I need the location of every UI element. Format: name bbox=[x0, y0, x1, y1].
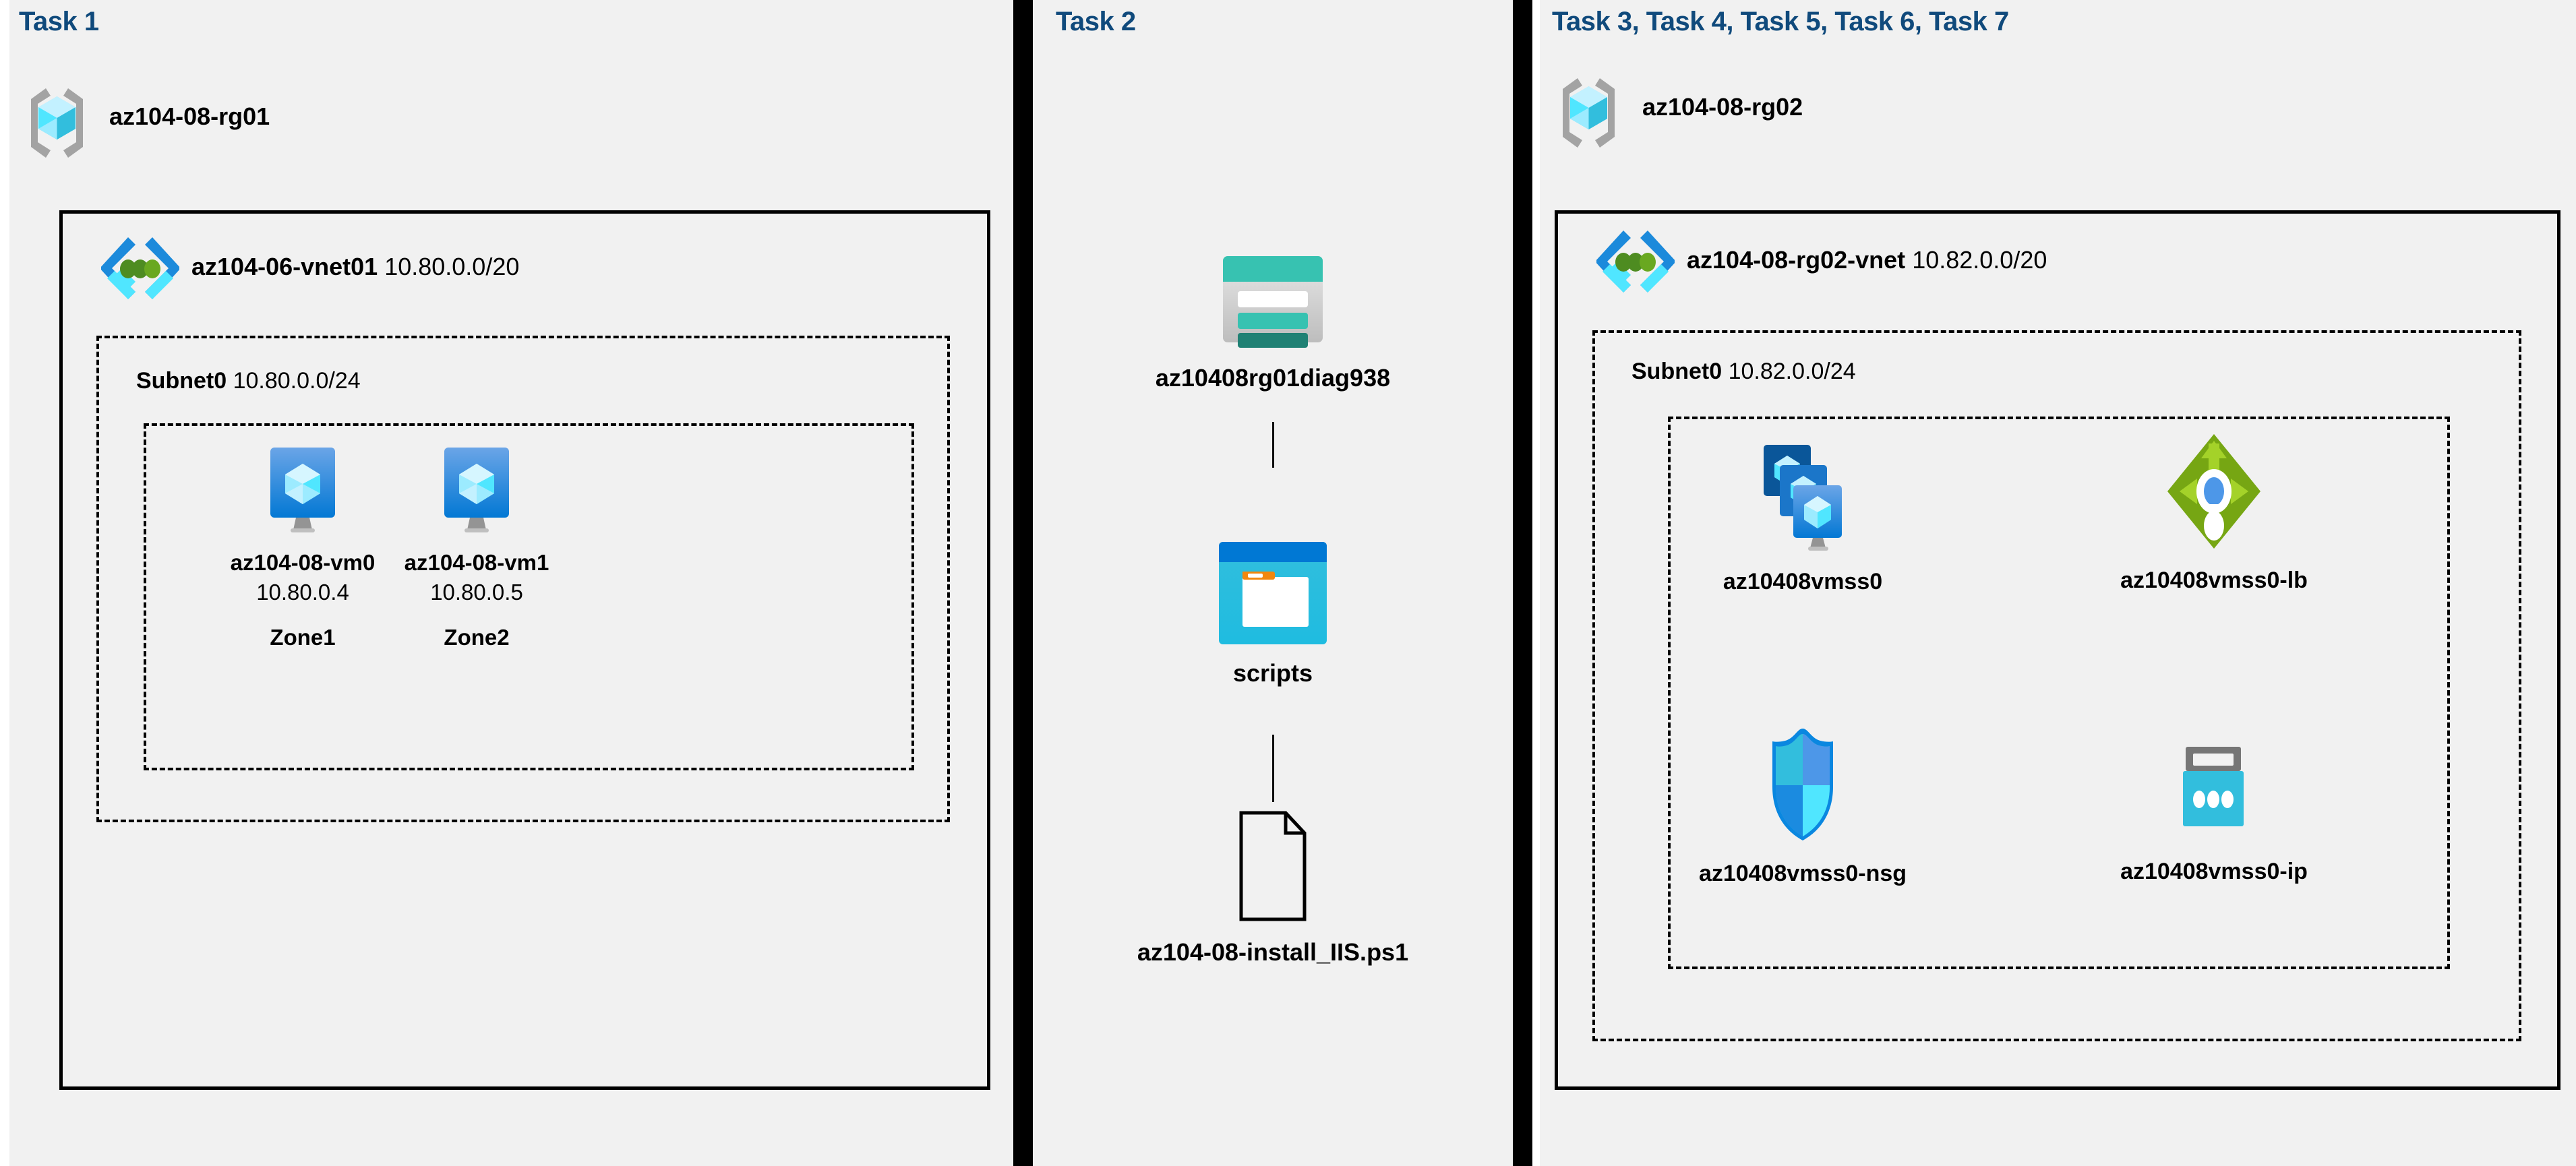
ps1-file-node: az104-08-install_IIS.ps1 bbox=[1033, 809, 1513, 967]
blob-container-name: scripts bbox=[1232, 659, 1313, 687]
vm-node-0: az104-08-vm0 10.80.0.4 Zone1 bbox=[84, 445, 522, 650]
task-3-7-heading: Task 3, Task 4, Task 5, Task 6, Task 7 bbox=[1552, 7, 2009, 36]
panel-task-3-7: Task 3, Task 4, Task 5, Task 6, Task 7 a… bbox=[1540, 0, 2576, 1166]
nsg-name: az10408vmss0-nsg bbox=[1698, 861, 1907, 886]
zone-box-task1 bbox=[144, 423, 914, 770]
subnet-name: Subnet0 bbox=[136, 368, 227, 394]
panel-divider-right bbox=[1513, 0, 1532, 1166]
task-2-heading: Task 2 bbox=[1056, 7, 1136, 36]
subnet-cidr: 10.82.0.0/24 bbox=[1728, 359, 1856, 384]
public-ip-address-icon bbox=[2072, 741, 2356, 842]
resource-group-name: az104-08-rg01 bbox=[109, 102, 270, 130]
subnet-box-task1 bbox=[96, 336, 950, 822]
resource-group-label: az104-08-rg02 bbox=[1642, 93, 1803, 121]
resource-group-icon bbox=[1553, 74, 1624, 152]
vnet-cidr: 10.80.0.0/20 bbox=[384, 253, 520, 280]
panel-task-1: Task 1 az104-08-rg01 bbox=[9, 0, 1013, 1166]
storage-account-icon bbox=[1033, 248, 1513, 349]
virtual-machine-icon bbox=[84, 445, 522, 534]
vm-ip: 10.80.0.5 bbox=[430, 580, 523, 605]
connector-storage-to-scripts bbox=[1272, 422, 1274, 468]
vm-zone: Zone1 bbox=[270, 625, 336, 650]
resources-box-task37 bbox=[1668, 417, 2450, 969]
subnet-cidr: 10.80.0.0/24 bbox=[233, 368, 361, 394]
vnet-label-task37: az104-08-rg02-vnet 10.82.0.0/20 bbox=[1687, 246, 2047, 274]
vm-name: az104-08-vm0 bbox=[230, 550, 376, 575]
vnet-name: az104-08-rg02-vnet bbox=[1687, 246, 1906, 274]
subnet-box-task37 bbox=[1592, 330, 2521, 1041]
ps1-file-name: az104-08-install_IIS.ps1 bbox=[1137, 938, 1409, 966]
subnet-label-task1: Subnet0 10.80.0.0/24 bbox=[136, 368, 361, 394]
load-balancer-icon bbox=[2072, 431, 2356, 551]
virtual-machine-icon bbox=[258, 445, 696, 534]
network-security-group-icon bbox=[1661, 725, 1944, 845]
nsg-node: az10408vmss0-nsg bbox=[1661, 725, 1944, 888]
vnet-cidr: 10.82.0.0/20 bbox=[1912, 246, 2047, 274]
blob-container-node: scripts bbox=[1033, 534, 1513, 688]
vm-scale-set-name: az10408vmss0 bbox=[1723, 569, 1883, 594]
storage-account-node: az10408rg01diag938 bbox=[1033, 248, 1513, 393]
vm-scale-set-icon bbox=[1661, 438, 1944, 553]
resource-group-label: az104-08-rg01 bbox=[109, 102, 270, 131]
vm-zone: Zone2 bbox=[444, 625, 510, 650]
resource-group-icon bbox=[22, 84, 92, 162]
panel-divider-left bbox=[1013, 0, 1033, 1166]
virtual-network-icon bbox=[1596, 222, 1675, 303]
connector-scripts-to-file bbox=[1272, 735, 1274, 802]
subnet-name: Subnet0 bbox=[1631, 359, 1723, 384]
vm-name: az104-08-vm1 bbox=[404, 550, 549, 575]
task-1-heading: Task 1 bbox=[19, 7, 99, 36]
panel-task-2: Task 2 az10408rg01 bbox=[1033, 0, 1513, 1166]
vnet-name: az104-06-vnet01 bbox=[191, 253, 378, 280]
virtual-network-icon bbox=[101, 229, 179, 310]
vm-node-1: az104-08-vm1 10.80.0.5 Zone2 bbox=[258, 445, 696, 650]
vnet-box-task37 bbox=[1555, 210, 2560, 1090]
load-balancer-name: az10408vmss0-lb bbox=[2120, 567, 2308, 593]
vm-scale-set-node: az10408vmss0 bbox=[1661, 438, 1944, 596]
subnet-label-task37: Subnet0 10.82.0.0/24 bbox=[1631, 359, 1856, 385]
vm-ip: 10.80.0.4 bbox=[256, 580, 349, 605]
vnet-label-task1: az104-06-vnet01 10.80.0.0/20 bbox=[191, 253, 519, 281]
public-ip-node: az10408vmss0-ip bbox=[2072, 741, 2356, 886]
public-ip-name: az10408vmss0-ip bbox=[2120, 859, 2308, 884]
load-balancer-node: az10408vmss0-lb bbox=[2072, 431, 2356, 595]
file-icon bbox=[1033, 809, 1513, 923]
vnet-box-task1 bbox=[59, 210, 990, 1090]
resource-group-name: az104-08-rg02 bbox=[1642, 93, 1803, 121]
blob-container-icon bbox=[1033, 534, 1513, 646]
storage-account-name: az10408rg01diag938 bbox=[1155, 364, 1391, 392]
